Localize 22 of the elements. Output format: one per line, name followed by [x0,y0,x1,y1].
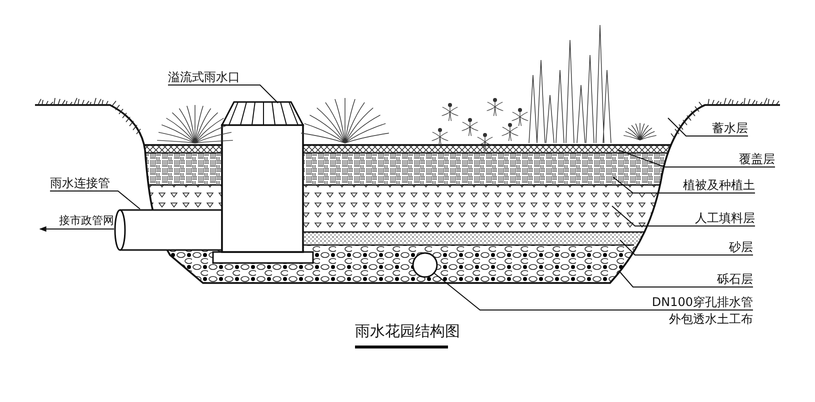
leader-line [50,190,140,210]
callout-label: 雨水连接管 [50,175,118,191]
callout-label: 覆盖层 [665,151,775,167]
leader-line [612,206,756,226]
leader-line [168,84,278,104]
callout-label: 砾石层 [633,271,753,287]
callout-label: 溢流式雨水口 [168,69,260,85]
callout-label: 蓄水层 [686,120,748,136]
callout-label: 砂层 [635,239,753,255]
callout-label: DN100穿孔排水管 [480,294,753,310]
leader-line [668,118,748,136]
callout-label: 接市政管网 [56,213,114,229]
leader-line [618,150,776,168]
leader-line [620,272,754,288]
perforated-pipe [412,252,438,278]
callout-label: 人工填料层 [635,210,755,226]
diagram-title: 雨水花园结构图 [355,322,460,340]
callout-label: 外包透水土工布 [480,311,753,327]
leader-line [620,240,754,256]
leader-line [434,272,754,310]
callout-label: 植被及种植土 [633,177,755,193]
leader-line [612,176,756,194]
